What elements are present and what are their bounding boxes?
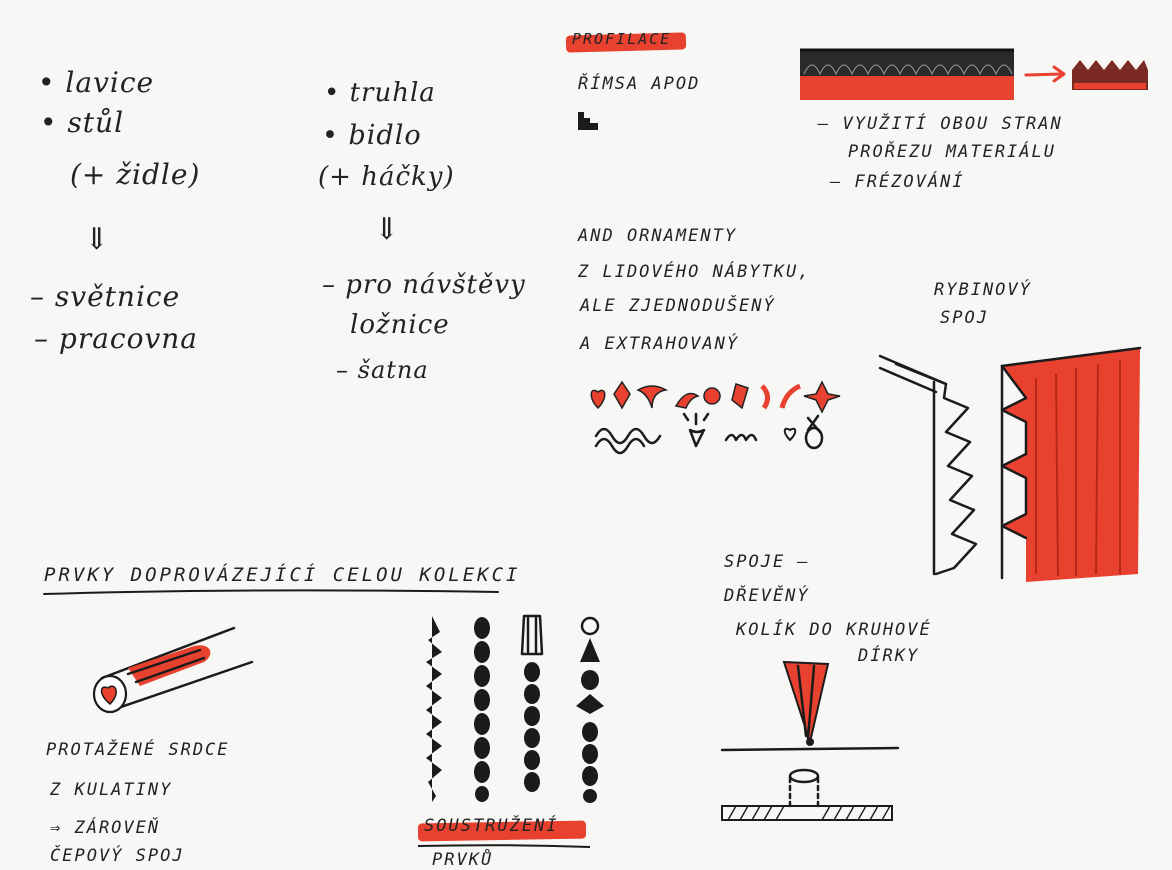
srdce-line-1: PROTAŽENÉ SRDCE bbox=[46, 740, 230, 760]
note-pro-navstevy: – pro návštěvy bbox=[322, 270, 526, 300]
turned-elements-drawing bbox=[426, 614, 604, 803]
prvky-heading: PRVKY DOPROVÁZEJÍCÍ CELOU KOLEKCI bbox=[44, 564, 521, 586]
spoje-line-2: DŘEVĚNÝ bbox=[724, 586, 810, 606]
note-hacky: (+ háčky) bbox=[318, 162, 455, 192]
soustruzeni-line-1: SOUSTRUŽENÍ bbox=[424, 816, 559, 836]
profilace-bullet-1: – VYUŽITÍ OBOU STRAN bbox=[818, 114, 1063, 134]
profilace-bullet-3: – FRÉZOVÁNÍ bbox=[830, 172, 965, 192]
profile-strip-drawing bbox=[800, 48, 1014, 100]
note-truhla: • truhla bbox=[324, 78, 436, 108]
profilace-bullet-2: PROŘEZU MATERIÁLU bbox=[848, 142, 1056, 162]
profile-step-icon bbox=[578, 112, 598, 130]
note-pracovna: – pracovna bbox=[34, 322, 198, 355]
arrow-down-1: ⇓ bbox=[84, 222, 111, 257]
soustruzeni-line-2: PRVKŮ bbox=[432, 850, 494, 870]
srdce-line-3: ⇒ ZÁROVEŇ bbox=[50, 818, 161, 838]
profilace-heading: PROFILACE bbox=[572, 30, 672, 48]
note-zidle: (+ židle) bbox=[70, 158, 201, 191]
note-lavice: • lavice bbox=[38, 66, 155, 99]
ornaments-line-2: Z LIDOVÉHO NÁBYTKU, bbox=[578, 262, 811, 282]
arrow-down-2: ⇓ bbox=[374, 212, 401, 247]
note-loznice: ložnice bbox=[350, 310, 450, 340]
ornament-motifs-row-2 bbox=[594, 412, 824, 455]
note-bidlo: • bidlo bbox=[322, 120, 422, 151]
spoje-line-4: DÍRKY bbox=[858, 646, 920, 666]
heart-log-drawing bbox=[92, 626, 254, 714]
profilace-rimsa: ŘÍMSA APOD bbox=[578, 74, 701, 94]
rybinovy-line-1: RYBINOVÝ bbox=[934, 280, 1032, 300]
soustruzeni-underline bbox=[417, 844, 591, 848]
srdce-line-4: ČEPOVÝ SPOJ bbox=[50, 846, 185, 866]
ornaments-line-1: AND ORNAMENTY bbox=[578, 226, 738, 246]
note-svetnice: – světnice bbox=[30, 280, 181, 313]
spoje-line-1: SPOJE – bbox=[724, 552, 810, 572]
ornaments-line-3: ALE ZJEDNODUŠENÝ bbox=[580, 296, 776, 316]
srdce-line-2: Z KULATINY bbox=[50, 780, 173, 800]
rybinovy-line-2: SPOJ bbox=[940, 308, 989, 328]
ornaments-line-4: A EXTRAHOVANÝ bbox=[580, 334, 740, 354]
note-satna: – šatna bbox=[336, 356, 429, 384]
dowel-joint-drawing bbox=[720, 660, 900, 821]
note-stul: • stůl bbox=[40, 106, 125, 139]
spoje-line-3: KOLÍK DO KRUHOVÉ bbox=[736, 620, 932, 640]
arrow-right-icon bbox=[1024, 65, 1066, 83]
profile-result-drawing bbox=[1072, 60, 1148, 90]
prvky-underline bbox=[43, 589, 499, 595]
ornament-motifs-row-1 bbox=[590, 380, 841, 414]
dovetail-joint-drawing bbox=[878, 346, 1142, 582]
